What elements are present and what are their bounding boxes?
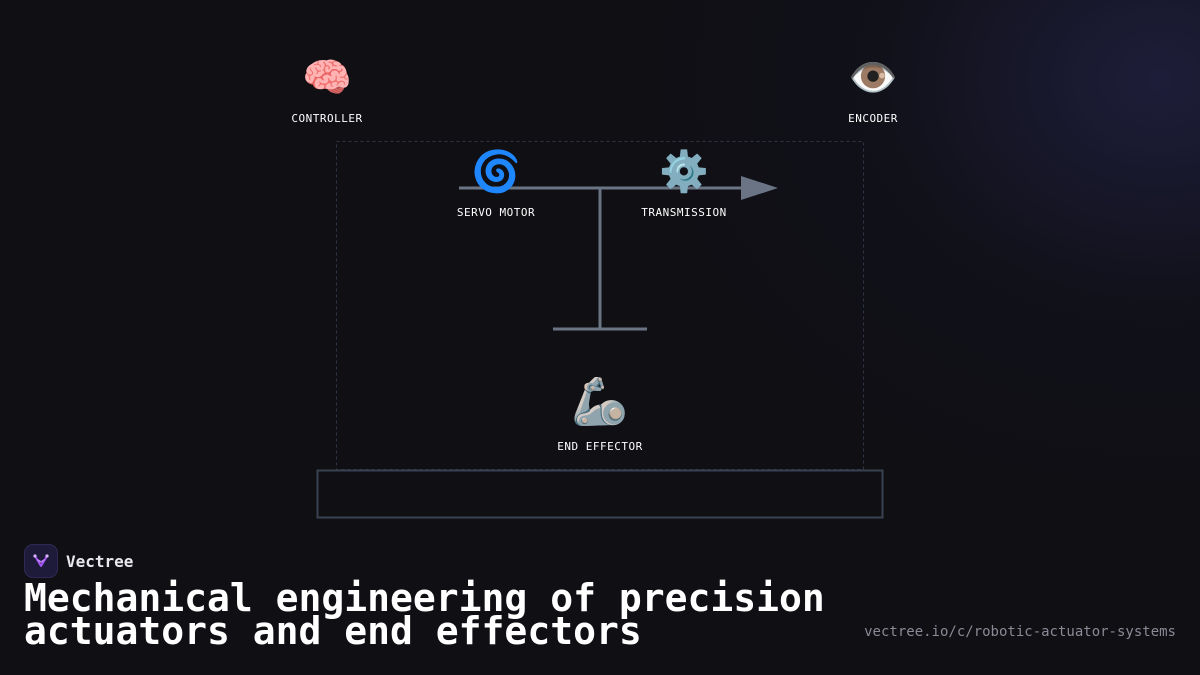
eye-icon: 👁️ xyxy=(848,55,898,101)
vectree-logo-icon xyxy=(24,544,58,578)
node-transmission: ⚙️ TRANSMISSION xyxy=(641,148,726,219)
end-effector-label: END EFFECTOR xyxy=(557,440,643,453)
transmission-label: TRANSMISSION xyxy=(641,206,727,219)
cyclone-icon: 🌀 xyxy=(471,149,521,195)
gear-icon: ⚙️ xyxy=(659,149,709,195)
servo-motor-label: SERVO MOTOR xyxy=(456,206,536,219)
brand-name: Vectree xyxy=(66,551,134,571)
node-controller: 🧠 CONTROLLER xyxy=(291,54,362,125)
mechanical-arm-icon: 🦾 xyxy=(571,374,629,428)
node-servo-motor: 🌀 SERVO MOTOR xyxy=(457,148,535,219)
controller-label: CONTROLLER xyxy=(291,112,363,125)
node-encoder: 👁️ ENCODER xyxy=(848,54,898,125)
node-end-effector: 🦾 END EFFECTOR xyxy=(557,374,642,453)
brain-icon: 🧠 xyxy=(302,55,352,101)
base-plate xyxy=(316,469,884,519)
drive-arrow-head xyxy=(741,176,778,200)
source-url[interactable]: vectree.io/c/robotic-actuator-systems xyxy=(864,624,1176,640)
encoder-label: ENCODER xyxy=(848,112,898,125)
page-title: Mechanical engineering of precision actu… xyxy=(24,576,825,653)
brand[interactable]: Vectree xyxy=(24,544,133,578)
